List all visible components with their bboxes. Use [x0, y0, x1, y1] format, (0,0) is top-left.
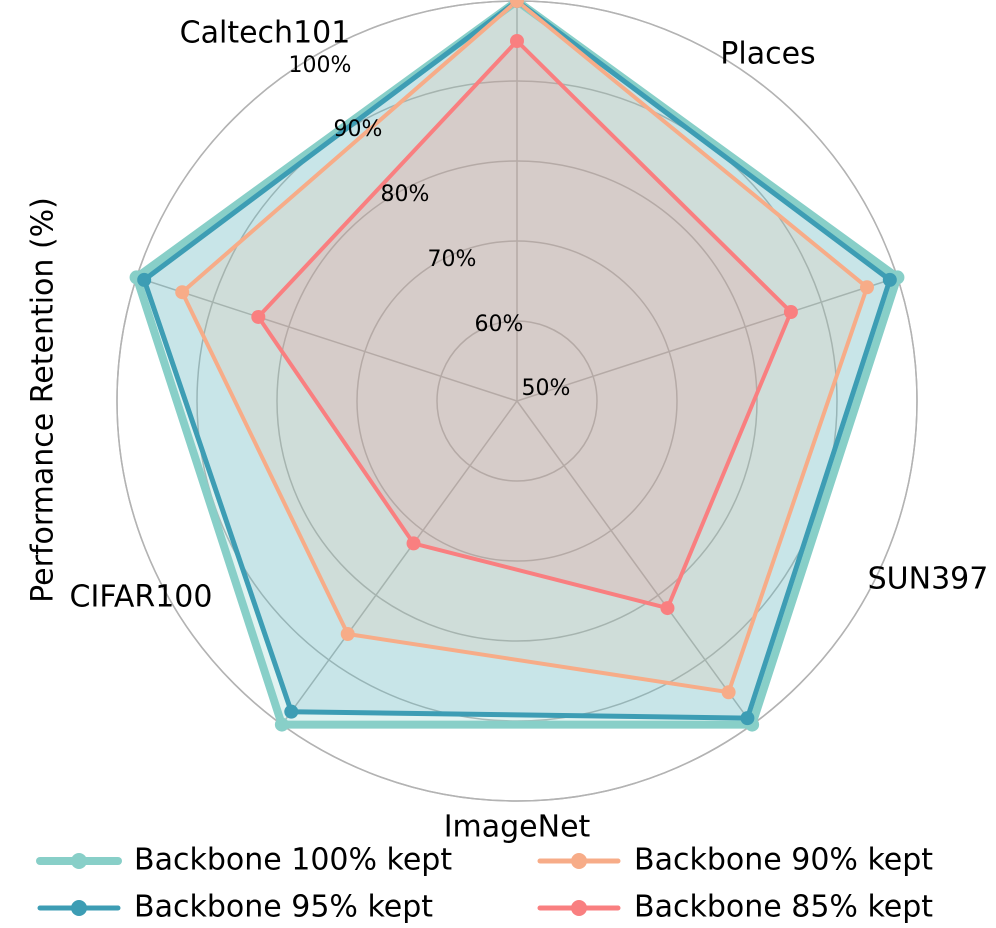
series-line [180, 0, 869, 695]
legend-item: Backbone 85% kept [537, 890, 933, 925]
data-point [340, 626, 355, 641]
data-point [510, 34, 524, 48]
category-label: Caltech101 [180, 16, 351, 51]
radial-tick-label: 100% [289, 53, 352, 78]
grid-spoke [136, 276, 518, 402]
radial-tick-label: 60% [475, 312, 524, 337]
radial-tick-labels: 50% 60% 70% 80% 90% 100% [289, 53, 571, 401]
grid-spoke [281, 400, 518, 726]
series-line [256, 39, 793, 611]
category-label: Places [720, 37, 815, 72]
legend-marker [571, 900, 587, 916]
data-point [175, 285, 190, 300]
series-fill [144, 1, 890, 719]
data-point [251, 309, 266, 324]
data-point [274, 717, 289, 732]
legend-marker [571, 853, 587, 869]
data-point [510, 0, 524, 8]
radial-tick-label: 70% [428, 247, 477, 272]
legend-item: Backbone 100% kept [36, 843, 452, 878]
data-point [137, 272, 152, 287]
series-fill [182, 1, 867, 693]
data-point [660, 601, 675, 616]
legend-label: Backbone 100% kept [134, 843, 452, 878]
y-axis-label: Performance Retention (%) [26, 197, 61, 603]
grid-spoke [516, 400, 753, 726]
radial-tick-label: 50% [522, 376, 571, 401]
series-fill [136, 1, 898, 725]
data-point [783, 305, 798, 320]
data-point [284, 704, 299, 719]
legend-item: Backbone 90% kept [537, 843, 933, 878]
data-point [406, 536, 421, 551]
radial-tick-label: 90% [334, 117, 383, 142]
legend-label: Backbone 85% kept [634, 890, 933, 925]
category-label: CIFAR100 [70, 580, 213, 615]
category-label: ImageNet [444, 810, 591, 845]
data-point [859, 280, 874, 295]
legend-item: Backbone 95% kept [37, 890, 433, 925]
data-point [740, 711, 755, 726]
series-line [141, 0, 893, 721]
grid-spoke [516, 276, 898, 402]
data-point [882, 272, 897, 287]
legend-marker [71, 900, 87, 916]
category-label: SUN397 [868, 562, 989, 597]
series-points [129, 0, 905, 732]
series-fills [136, 1, 898, 725]
radial-tick-label: 80% [381, 182, 430, 207]
legend-label: Backbone 95% kept [134, 890, 433, 925]
legend-label: Backbone 90% kept [634, 843, 933, 878]
series-line [132, 0, 902, 729]
series-lines [132, 0, 902, 729]
data-point [721, 685, 736, 700]
legend-marker [71, 853, 87, 869]
